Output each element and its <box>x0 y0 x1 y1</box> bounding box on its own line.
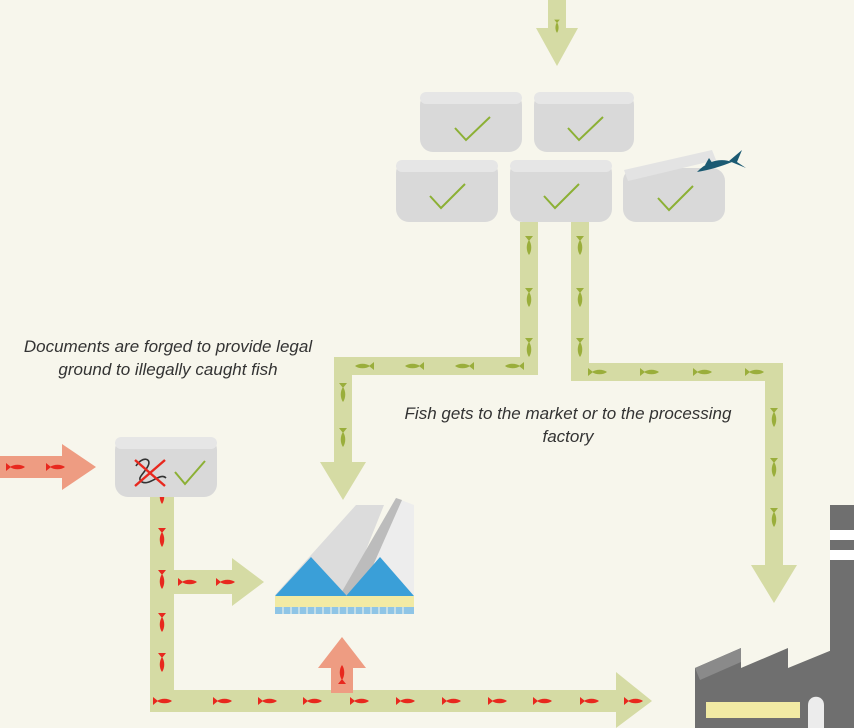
forged-documents-caption: Documents are forged to provide legal gr… <box>23 337 313 379</box>
processing-factory-icon <box>695 505 854 728</box>
crate-bottom-left <box>396 160 498 222</box>
crossed-signature-icon <box>134 458 167 487</box>
blue-fish-icon <box>697 150 746 172</box>
check-icon <box>657 185 694 212</box>
crate-top-left <box>420 92 522 152</box>
flow-to-factory <box>571 222 797 603</box>
crate-lid <box>624 150 716 181</box>
crate-top-right <box>534 92 634 152</box>
check-icon <box>429 183 466 210</box>
flow-verification-to-market <box>150 468 652 728</box>
check-icon <box>174 460 206 486</box>
fish-market-hall-icon <box>275 498 414 614</box>
check-icon <box>567 116 604 142</box>
fish-crates <box>396 92 746 222</box>
crate-bottom-middle <box>510 160 612 222</box>
check-icon <box>454 116 491 142</box>
forged-document-box <box>115 437 217 497</box>
flow-to-market <box>320 222 538 500</box>
legal-flow-arrows <box>150 0 797 728</box>
market-flow-caption: Fish gets to the market or to the proces… <box>404 404 732 446</box>
incoming-arrow <box>536 0 578 66</box>
check-icon <box>543 183 580 210</box>
crate-bottom-right-open <box>623 150 746 222</box>
